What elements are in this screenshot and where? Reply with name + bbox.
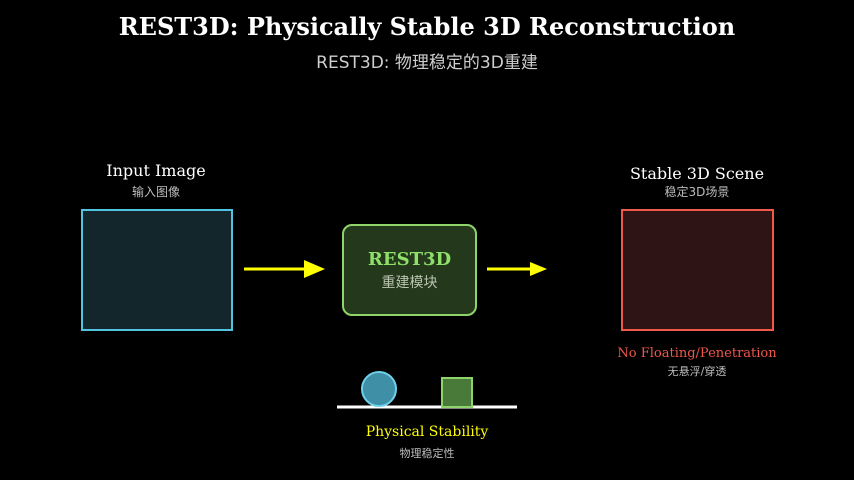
arrow-module-to-output: [487, 262, 547, 276]
stable-scene-box: [621, 209, 774, 331]
output-note-zh: 无悬浮/穿透: [667, 365, 727, 378]
output-note: No Floating/Penetration: [617, 346, 777, 361]
input-label: Input Image: [106, 161, 206, 180]
output-label: Stable 3D Scene: [629, 164, 765, 183]
cube-object: [441, 377, 473, 408]
stability-label: Physical Stability: [365, 424, 489, 440]
input-label-zh: 输入图像: [131, 185, 180, 199]
arrow-input-to-module: [244, 260, 325, 278]
page-title: REST3D: Physically Stable 3D Reconstruct…: [118, 12, 736, 41]
module-title: REST3D: [367, 248, 452, 270]
module-subtitle: 重建模块: [381, 274, 438, 291]
input-image-box: [81, 209, 233, 331]
sphere-object: [361, 371, 397, 407]
output-label-zh: 稳定3D场景: [664, 185, 730, 199]
stability-label-zh: 物理稳定性: [399, 447, 455, 460]
rest3d-module-box: REST3D 重建模块: [342, 224, 477, 316]
page-subtitle: REST3D: 物理稳定的3D重建: [316, 53, 538, 73]
